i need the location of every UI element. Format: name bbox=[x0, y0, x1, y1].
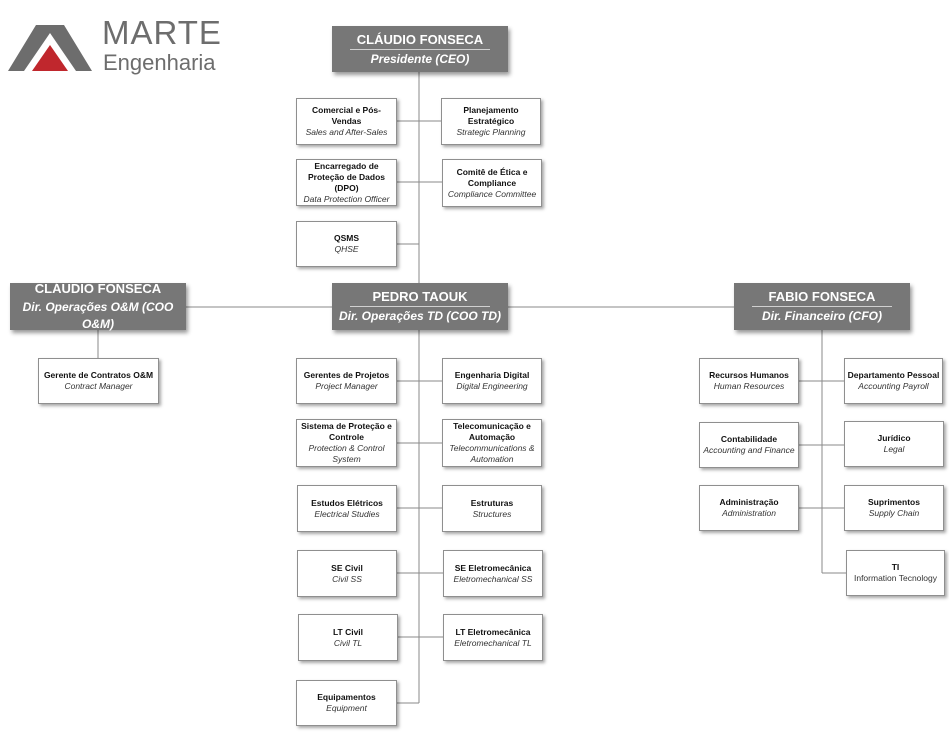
unit-box-supply-chain: Suprimentos Supply Chain bbox=[844, 485, 944, 531]
coo-om-name: CLÁUDIO FONSECA bbox=[34, 281, 162, 296]
unit-title: LT Civil bbox=[332, 626, 364, 637]
company-logo: MARTE Engenharia bbox=[8, 14, 223, 76]
unit-subtitle: Accounting Payroll bbox=[858, 381, 929, 391]
unit-title: Suprimentos bbox=[868, 497, 920, 507]
coo-td-name: PEDRO TAOUK bbox=[372, 289, 468, 304]
coo-om-box: CLÁUDIO FONSECA Dir. Operações O&M (COO … bbox=[10, 281, 186, 331]
unit-box-contract-manager: Gerente de Contratos O&M Contract Manage… bbox=[38, 358, 159, 404]
unit-box-dpo: Encarregado de Proteção de Dados (DPO) D… bbox=[296, 159, 397, 206]
ceo-box: CLÁUDIO FONSECA Presidente (CEO) bbox=[332, 26, 508, 72]
unit-box-legal: Jurídico Legal bbox=[844, 421, 944, 467]
ceo-role: Presidente (CEO) bbox=[370, 51, 470, 66]
unit-box-digital-engineering: Engenharia Digital Digital Engineering bbox=[442, 358, 542, 404]
unit-title: Gerente de Contratos O&M bbox=[43, 370, 154, 380]
unit-title: Contabilidade bbox=[720, 434, 778, 444]
unit-subtitle: Electrical Studies bbox=[314, 508, 380, 519]
unit-title: Administração bbox=[719, 497, 779, 507]
unit-title: Planejamento Estratégico bbox=[463, 105, 519, 126]
ceo-name: CLÁUDIO FONSECA bbox=[356, 31, 484, 47]
cfo-box: FABIO FONSECA Dir. Financeiro (CFO) bbox=[734, 283, 910, 330]
unit-box-strategic-planning: Planejamento Estratégico Strategic Plann… bbox=[441, 98, 541, 145]
unit-subtitle: Telecommunications & Automation bbox=[449, 443, 535, 464]
unit-subtitle: Supply Chain bbox=[868, 508, 920, 518]
cfo-name: FABIO FONSECA bbox=[768, 289, 876, 304]
unit-subtitle: Administration bbox=[722, 508, 776, 518]
unit-box-structures: Estruturas Structures bbox=[442, 485, 542, 532]
unit-subtitle: Civil TL bbox=[333, 637, 363, 648]
unit-title: Gerentes de Projetos bbox=[303, 370, 390, 380]
unit-title: Sistema de Proteção e Controle bbox=[301, 421, 392, 442]
logo-subtitle: Engenharia bbox=[103, 50, 216, 75]
unit-box-lt-civil: LT Civil Civil TL bbox=[298, 614, 398, 661]
unit-box-compliance: Comitê de Ética e Compliance Compliance … bbox=[442, 159, 542, 207]
unit-title: Encarregado de Proteção de Dados (DPO) bbox=[308, 160, 385, 193]
unit-title: Departamento Pessoal bbox=[847, 370, 940, 380]
unit-subtitle: Strategic Planning bbox=[456, 127, 526, 137]
unit-subtitle: Information Tecnology bbox=[853, 573, 937, 583]
unit-box-se-eletromecanica: SE Eletromecânica Eletromechanical SS bbox=[443, 550, 543, 597]
coo-td-divider bbox=[349, 306, 491, 307]
unit-title: Jurídico bbox=[877, 433, 911, 443]
unit-title: LT Eletromecânica bbox=[455, 626, 531, 637]
unit-box-sales: Comercial e Pós-Vendas Sales and After-S… bbox=[296, 98, 397, 145]
unit-title: SE Eletromecânica bbox=[454, 562, 532, 573]
unit-title: Equipamentos bbox=[317, 692, 376, 702]
unit-title: Recursos Humanos bbox=[709, 370, 789, 380]
unit-subtitle: Legal bbox=[883, 444, 905, 454]
unit-subtitle: Protection & Control System bbox=[308, 443, 385, 464]
cfo-role: Dir. Financeiro (CFO) bbox=[761, 309, 882, 323]
marte-logo-icon bbox=[8, 25, 92, 71]
unit-box-it: TI Information Tecnology bbox=[846, 550, 945, 596]
unit-box-payroll: Departamento Pessoal Accounting Payroll bbox=[844, 358, 943, 404]
unit-box-telecom-automation: Telecomunicação e Automação Telecommunic… bbox=[442, 419, 542, 467]
coo-om-role: Dir. Operações O&M (COO O&M) bbox=[22, 300, 174, 331]
unit-subtitle: Equipment bbox=[326, 703, 367, 713]
unit-box-accounting: Contabilidade Accounting and Finance bbox=[699, 422, 799, 468]
unit-subtitle: Sales and After-Sales bbox=[305, 127, 388, 137]
unit-subtitle: Project Manager bbox=[315, 381, 378, 391]
unit-title: Comitê de Ética e Compliance bbox=[456, 166, 528, 188]
unit-box-electrical-studies: Estudos Elétricos Electrical Studies bbox=[297, 485, 397, 532]
unit-subtitle: Eletromechanical TL bbox=[454, 637, 532, 648]
unit-title: TI bbox=[891, 562, 900, 572]
unit-title: Comercial e Pós-Vendas bbox=[312, 105, 381, 126]
unit-title: QSMS bbox=[333, 233, 360, 243]
unit-box-project-manager: Gerentes de Projetos Project Manager bbox=[296, 358, 397, 404]
unit-subtitle: Human Resources bbox=[713, 381, 785, 391]
unit-subtitle: Eletromechanical SS bbox=[453, 573, 533, 584]
unit-subtitle: Data Protection Officer bbox=[303, 193, 390, 204]
coo-td-box: PEDRO TAOUK Dir. Operações TD (COO TD) bbox=[332, 283, 508, 330]
unit-title: SE Civil bbox=[331, 562, 363, 573]
cfo-divider bbox=[751, 306, 893, 307]
unit-title: Estudos Elétricos bbox=[311, 497, 383, 508]
logo-name: MARTE bbox=[102, 14, 222, 51]
unit-subtitle: Accounting and Finance bbox=[703, 445, 795, 455]
unit-title: Engenharia Digital bbox=[454, 370, 530, 380]
unit-box-se-civil: SE Civil Civil SS bbox=[297, 550, 397, 597]
unit-subtitle: Compliance Committee bbox=[447, 188, 537, 199]
unit-subtitle: Civil SS bbox=[332, 573, 362, 584]
unit-box-lt-eletromecanica: LT Eletromecânica Eletromechanical TL bbox=[443, 614, 543, 661]
unit-box-human-resources: Recursos Humanos Human Resources bbox=[699, 358, 799, 404]
unit-subtitle: Contract Manager bbox=[64, 381, 133, 391]
unit-box-protection-control: Sistema de Proteção e Controle Protectio… bbox=[296, 419, 397, 467]
ceo-divider bbox=[349, 48, 491, 50]
unit-box-qsms: QSMS QHSE bbox=[296, 221, 397, 267]
unit-subtitle: QHSE bbox=[334, 244, 359, 254]
unit-subtitle: Structures bbox=[472, 508, 512, 519]
unit-subtitle: Digital Engineering bbox=[456, 381, 528, 391]
unit-title: Estruturas bbox=[470, 497, 514, 508]
unit-title: Telecomunicação e Automação bbox=[453, 421, 531, 442]
coo-td-role: Dir. Operações TD (COO TD) bbox=[338, 309, 502, 323]
unit-box-equipment: Equipamentos Equipment bbox=[296, 680, 397, 726]
unit-box-administration: Administração Administration bbox=[699, 485, 799, 531]
